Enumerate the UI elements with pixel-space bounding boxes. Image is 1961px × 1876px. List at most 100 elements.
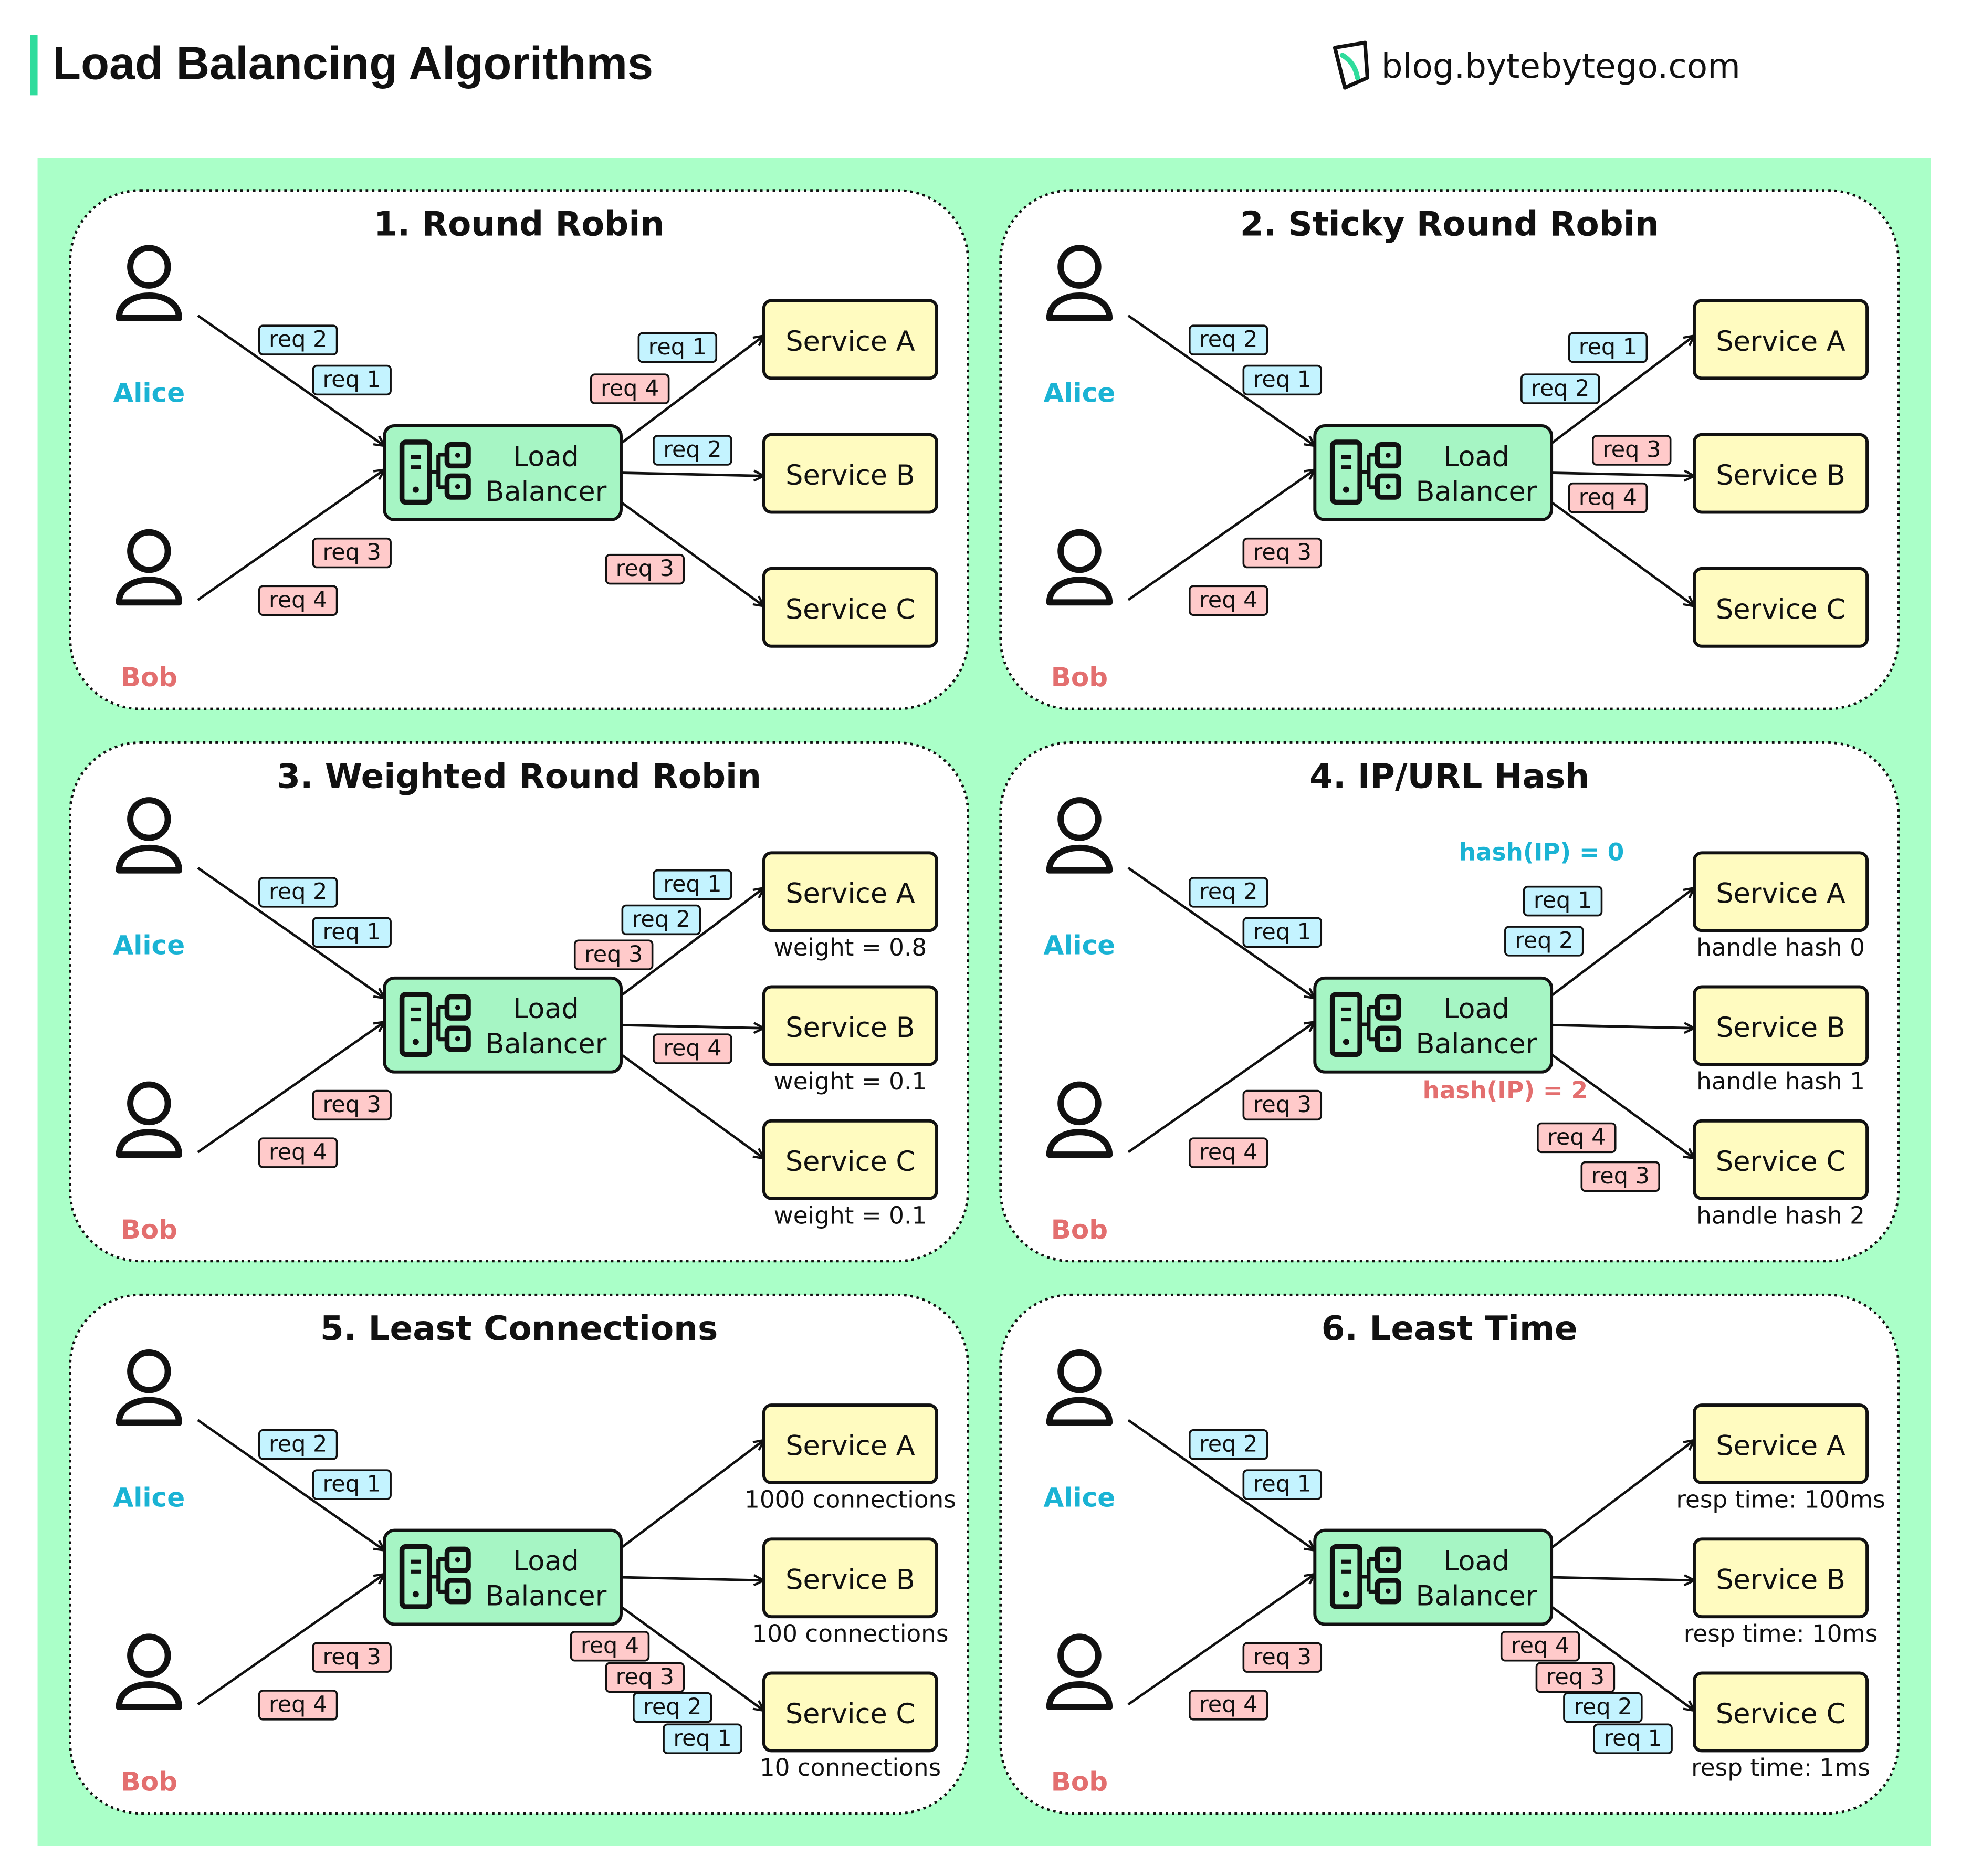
service-caption: resp time: 1ms xyxy=(1691,1754,1870,1781)
service-caption: 10 connections xyxy=(760,1754,941,1781)
request-tag-box xyxy=(312,1469,392,1500)
request-tag: req 2 xyxy=(621,904,701,936)
hash-note: hash(IP) = 0 xyxy=(1459,839,1624,866)
server-rack-icon xyxy=(399,1544,471,1609)
service-c: Service C xyxy=(1693,567,1869,648)
service-caption: resp time: 10ms xyxy=(1684,1620,1878,1648)
load-balancer-box xyxy=(1313,976,1554,1074)
request-tag: req 3 xyxy=(605,1662,685,1693)
request-arrows xyxy=(197,1419,764,1711)
bob-label: Bob xyxy=(121,662,177,693)
request-tag-box xyxy=(1523,885,1603,917)
service-label: Service C xyxy=(1716,1146,1845,1178)
request-tag-label: req 3 xyxy=(323,539,381,565)
request-tag-box xyxy=(258,1690,338,1721)
service-label: Service A xyxy=(1716,878,1845,910)
request-tag: req 4 xyxy=(1537,1122,1617,1154)
request-tag-box xyxy=(653,869,732,900)
request-tag: req 4 xyxy=(1568,482,1648,513)
server-rack-icon xyxy=(1329,439,1401,505)
alice-label: Alice xyxy=(1044,1482,1116,1513)
request-tag: req 3 xyxy=(1242,1089,1323,1121)
request-tag-label: req 4 xyxy=(269,1691,327,1717)
service-caption: resp time: 100ms xyxy=(1676,1486,1885,1514)
alice-user-icon-body xyxy=(116,844,183,874)
request-tag-box xyxy=(653,1033,732,1064)
request-arrows xyxy=(1127,866,1694,1158)
brand-url[interactable]: blog.bytebytego.com xyxy=(1381,47,1740,86)
bob-user-icon xyxy=(116,1081,183,1158)
alice-user-icon-body xyxy=(1046,292,1113,321)
arrow-lb-to-service-a xyxy=(620,336,764,445)
request-tag-label: req 3 xyxy=(1602,437,1661,463)
service-c: Service C resp time: 1ms xyxy=(1691,1671,1870,1781)
bob-user-icon-head xyxy=(1057,1633,1102,1678)
panel-2: 2. Sticky Round RobinAliceBobLoadBalance… xyxy=(999,189,1900,710)
request-tag-label: req 3 xyxy=(323,1092,381,1118)
load-balancer-label-line1: Load xyxy=(1443,1545,1509,1577)
service-caption: handle hash 0 xyxy=(1696,934,1865,961)
service-label: Service C xyxy=(785,1698,915,1730)
alice-label: Alice xyxy=(1044,930,1116,961)
load-balancer-label-line1: Load xyxy=(513,441,579,473)
request-tag: req 4 xyxy=(570,1631,650,1662)
request-tag-box xyxy=(312,364,392,396)
request-tag: req 4 xyxy=(258,1137,338,1168)
service-box xyxy=(1693,567,1869,648)
request-tag: req 3 xyxy=(1242,1642,1323,1673)
panel-1: 1. Round RobinAliceBobLoadBalancerServic… xyxy=(69,189,970,710)
service-caption: 1000 connections xyxy=(744,1486,956,1514)
request-tag-box xyxy=(1537,1122,1617,1154)
service-label: Service B xyxy=(785,459,915,491)
request-tag-box xyxy=(637,332,718,363)
request-arrows xyxy=(197,866,764,1158)
request-tag-box xyxy=(1242,1469,1323,1500)
service-box xyxy=(1693,1119,1869,1200)
request-tag-label: req 2 xyxy=(1515,928,1573,954)
arrow-lb-to-service-b xyxy=(1551,1577,1694,1580)
request-tag-box xyxy=(258,324,338,355)
request-tag: req 1 xyxy=(1242,1469,1323,1500)
arrow-lb-to-service-a xyxy=(1550,888,1694,997)
request-tag-box xyxy=(621,904,701,936)
request-tag-label: req 1 xyxy=(323,919,381,945)
request-tag-box xyxy=(605,553,685,585)
request-tag-box xyxy=(258,1137,338,1168)
request-tag-box xyxy=(1592,435,1672,466)
request-tag: req 4 xyxy=(1189,585,1268,616)
service-box xyxy=(1693,1403,1869,1484)
request-tag-label: req 3 xyxy=(1253,1092,1312,1118)
service-a: Service A xyxy=(762,299,939,380)
panel-title: 4. IP/URL Hash xyxy=(1309,757,1589,796)
request-tag-box xyxy=(663,1723,742,1754)
service-caption: weight = 0.1 xyxy=(774,1067,927,1095)
request-tag-box xyxy=(1242,364,1323,396)
request-tag-label: req 4 xyxy=(1511,1632,1569,1659)
service-box xyxy=(762,567,939,648)
request-tag: req 4 xyxy=(590,373,670,404)
server-rack-icon xyxy=(399,992,471,1057)
request-tag-label: req 3 xyxy=(1591,1163,1650,1189)
request-tag-label: req 2 xyxy=(632,906,690,932)
title-accent-bar xyxy=(30,35,38,96)
service-label: Service B xyxy=(1716,1012,1845,1044)
service-label: Service C xyxy=(1716,1698,1845,1730)
arrow-bob-to-lb xyxy=(1127,1574,1315,1706)
service-box xyxy=(762,1119,939,1200)
request-tag-box xyxy=(1568,332,1648,363)
request-tag-label: req 2 xyxy=(269,327,327,353)
page-title: Load Balancing Algorithms xyxy=(53,37,653,89)
request-tag-box xyxy=(573,939,654,970)
bob-user-icon-head xyxy=(1057,1081,1102,1126)
arrow-lb-to-service-a xyxy=(1550,336,1694,445)
request-tag: req 2 xyxy=(258,1429,338,1460)
bytebytego-logo-icon xyxy=(1333,40,1370,90)
arrow-alice-to-lb xyxy=(1127,315,1315,446)
arrow-lb-to-service-b xyxy=(1551,473,1694,476)
panel-4: 4. IP/URL HashAliceBobLoadBalancerServic… xyxy=(999,741,1900,1263)
request-tag-box xyxy=(312,1642,392,1673)
